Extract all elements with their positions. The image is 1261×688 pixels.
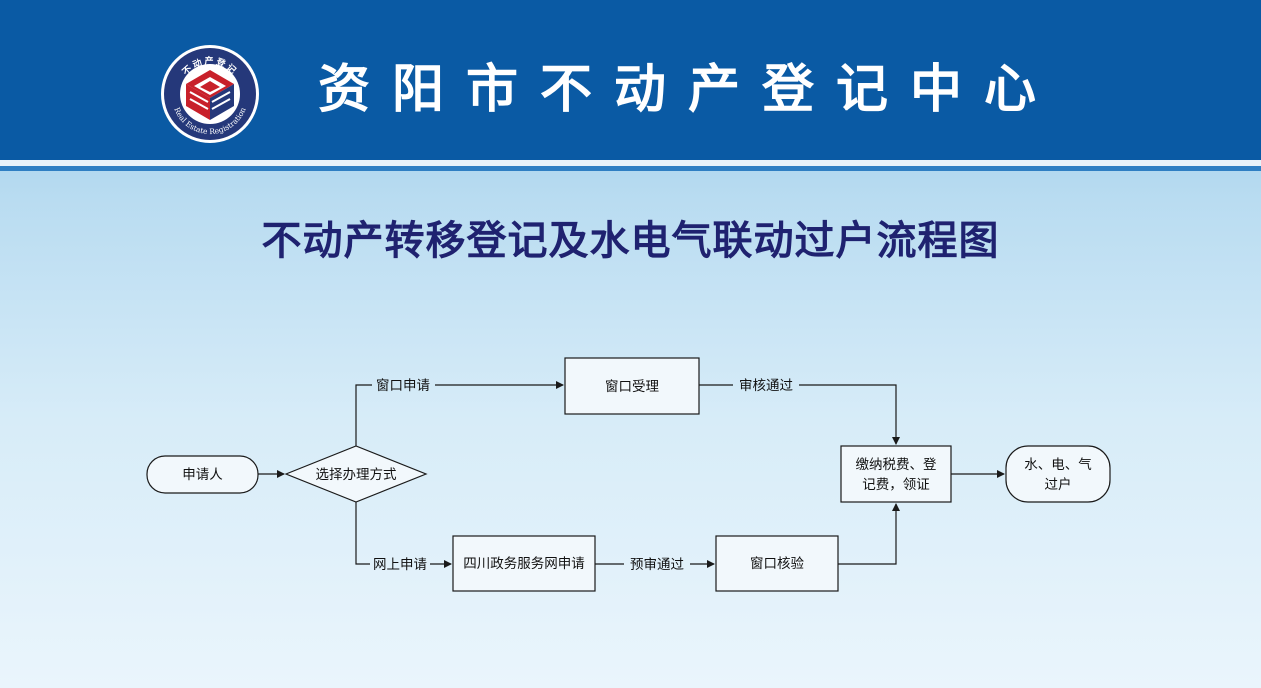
node-sichuan-online-label: 四川政务服务网申请	[463, 556, 585, 572]
node-pay-fees: 缴纳税费、登 记费，领证	[840, 445, 952, 503]
node-window-accept: 窗口受理	[564, 357, 700, 415]
node-utility-line2: 过户	[1045, 476, 1072, 493]
node-choose-method-label: 选择办理方式	[316, 467, 397, 483]
edge-window-accept-to-pay	[699, 384, 896, 444]
header-title: 资阳市不动产登记中心	[318, 60, 1059, 120]
node-applicant-label: 申请人	[182, 467, 223, 483]
node-utility-transfer: 水、电、气 过户	[1005, 445, 1111, 503]
header-divider-light	[0, 160, 1261, 166]
edge-label-window-apply: 窗口申请	[376, 377, 430, 394]
edge-choose-to-window-accept	[355, 385, 563, 446]
node-sichuan-online: 四川政务服务网申请	[452, 535, 596, 592]
edge-label-review-pass: 审核通过	[739, 378, 793, 394]
node-pay-fees-line2: 记费，领证	[862, 477, 930, 493]
page-title: 不动产转移登记及水电气联动过户流程图	[261, 217, 1000, 264]
node-choose-method: 选择办理方式	[284, 445, 428, 503]
edge-verify-to-pay	[838, 503, 900, 565]
node-window-accept-label: 窗口受理	[605, 378, 659, 395]
node-utility-line1: 水、电、气	[1024, 457, 1092, 473]
node-pay-fees-line1: 缴纳税费、登	[856, 457, 937, 473]
node-applicant: 申请人	[146, 455, 259, 494]
edge-label-pre-review-pass: 预审通过	[630, 557, 684, 573]
edge-choose-to-online	[355, 502, 451, 564]
header-divider-dark	[0, 166, 1261, 171]
node-window-verify-label: 窗口核验	[750, 555, 804, 572]
real-estate-registration-logo: 不动产登记 Real Estate Registration	[161, 45, 259, 143]
node-window-verify: 窗口核验	[715, 535, 839, 592]
edge-label-online-apply: 网上申请	[373, 557, 427, 573]
